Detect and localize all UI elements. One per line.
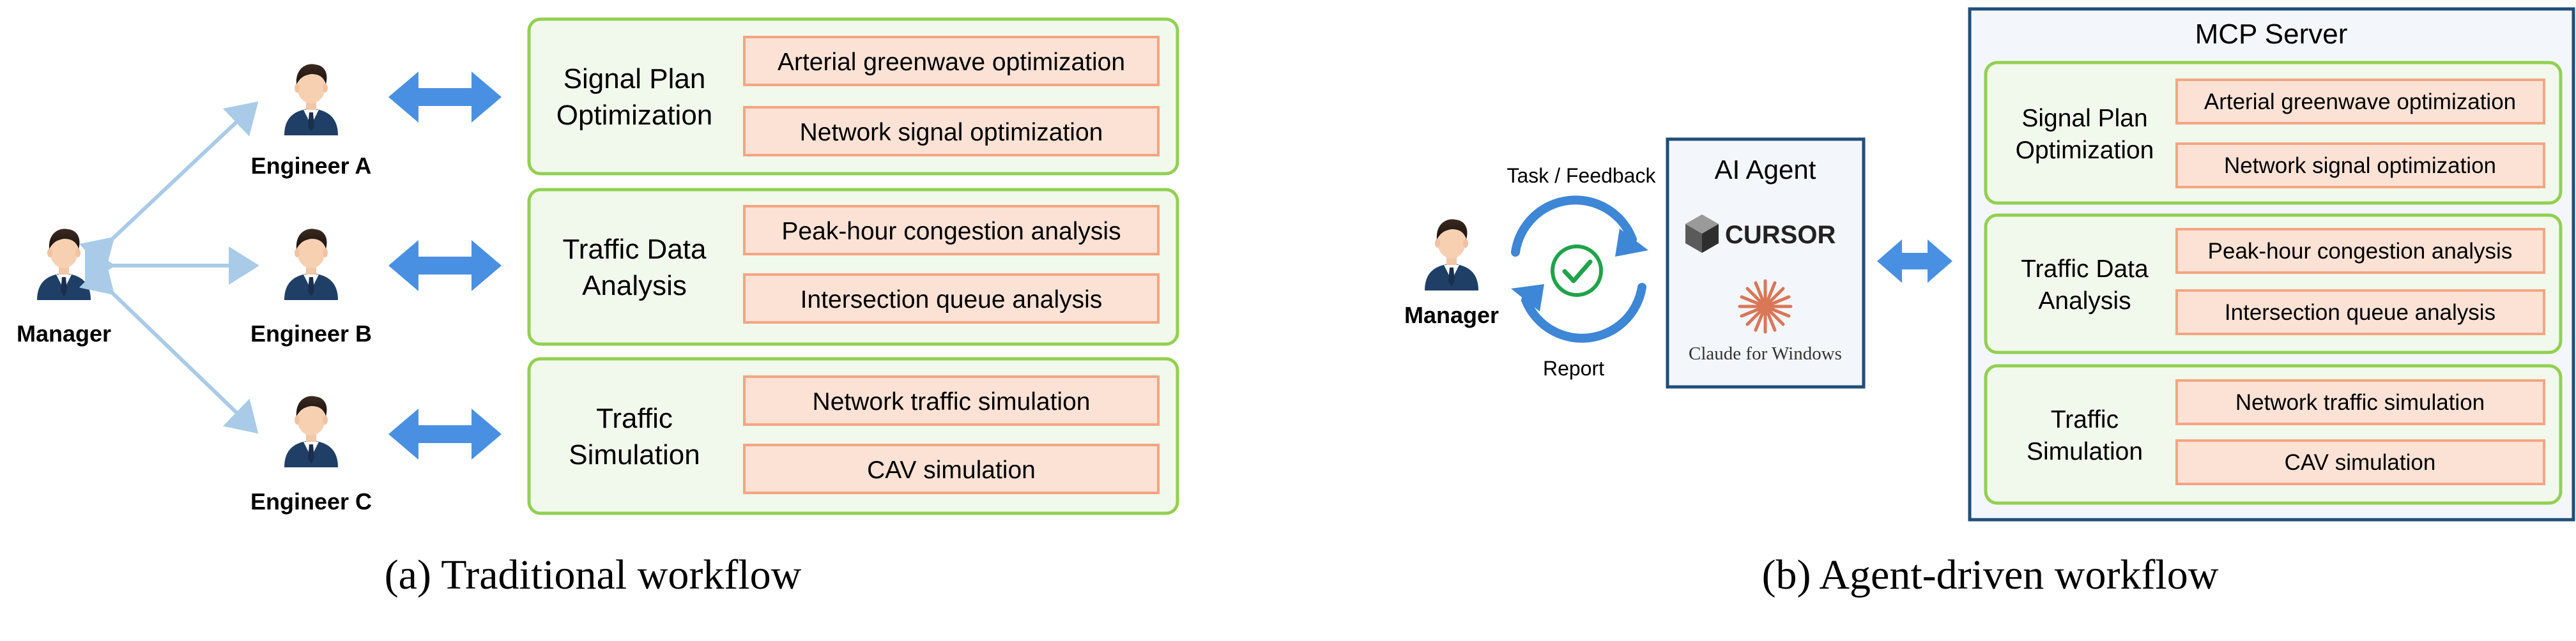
double-arrow-icon bbox=[388, 240, 502, 291]
manager-engineer-arrows bbox=[79, 101, 259, 434]
arrow-manager-engineer-a bbox=[79, 101, 259, 272]
trad-group-signal-plan: Signal Plan Optimization Arterial greenw… bbox=[527, 17, 1179, 176]
traditional-workflow-panel: Manager Engineer A Engineer B Engineer C… bbox=[17, 17, 1179, 598]
group-title-line1: Traffic Data bbox=[2021, 255, 2149, 283]
group-title-line2: Analysis bbox=[582, 270, 687, 301]
task-label: Peak-hour congestion analysis bbox=[2208, 239, 2513, 264]
task-label: Intersection queue analysis bbox=[801, 286, 1103, 313]
engineer-c-person-icon bbox=[284, 396, 338, 467]
task-label: CAV simulation bbox=[867, 456, 1036, 484]
engineer-b-person-icon bbox=[284, 229, 338, 300]
manager-person-icon bbox=[37, 229, 91, 300]
group-title-line1: Signal Plan bbox=[564, 63, 706, 94]
manager-person-icon bbox=[1425, 219, 1478, 290]
task-label: Arterial greenwave optimization bbox=[778, 49, 1125, 76]
double-arrow-icon bbox=[388, 409, 502, 460]
server-title: MCP Server bbox=[2195, 19, 2348, 50]
engineer-a-label: Engineer A bbox=[251, 153, 372, 179]
trad-group-traffic-simulation: Traffic Simulation Network traffic simul… bbox=[527, 357, 1179, 515]
task-feedback-label: Task / Feedback bbox=[1507, 164, 1657, 187]
ai-agent-box: AI Agent CURSOR Claude for Windows bbox=[1666, 137, 1866, 389]
mcp-group-traffic-data: Traffic Data Analysis Peak-hour congesti… bbox=[1984, 213, 2563, 354]
engineer-c-label: Engineer C bbox=[250, 488, 372, 515]
check-icon bbox=[1551, 245, 1603, 297]
caption-traditional: (a) Traditional workflow bbox=[385, 552, 802, 598]
caption-agent: (b) Agent-driven workflow bbox=[1762, 552, 2219, 598]
group-title-line1: Traffic Data bbox=[563, 234, 707, 265]
group-title-line1: Traffic bbox=[596, 403, 673, 434]
task-label: Network traffic simulation bbox=[813, 388, 1091, 416]
double-arrow-icon bbox=[388, 72, 502, 123]
mcp-group-traffic-simulation: Traffic Simulation Network traffic simul… bbox=[1984, 364, 2563, 505]
task-label: Arterial greenwave optimization bbox=[2204, 89, 2516, 114]
group-title-line2: Simulation bbox=[2027, 438, 2143, 465]
mcp-server-box: MCP Server Signal Plan Optimization Arte… bbox=[1968, 7, 2575, 522]
report-label: Report bbox=[1543, 357, 1604, 380]
group-title-line1: Signal Plan bbox=[2021, 105, 2147, 132]
claude-logo: Claude for Windows bbox=[1689, 343, 1842, 364]
arrow-manager-engineer-c bbox=[79, 260, 259, 434]
agent-workflow-panel: Manager Task / Feedback Report AI Agent … bbox=[1404, 7, 2575, 598]
cycle-arrows-icon bbox=[1511, 195, 1648, 343]
mcp-group-signal-plan: Signal Plan Optimization Arterial greenw… bbox=[1984, 61, 2563, 205]
group-title-line2: Simulation bbox=[569, 439, 700, 471]
group-title-line2: Analysis bbox=[2038, 287, 2131, 315]
trad-group-traffic-data: Traffic Data Analysis Peak-hour congesti… bbox=[527, 188, 1179, 346]
manager-label: Manager bbox=[17, 320, 111, 347]
engineer-a-person-icon bbox=[284, 64, 338, 135]
claude-starburst-icon bbox=[1738, 279, 1793, 334]
task-label: Peak-hour congestion analysis bbox=[781, 218, 1121, 245]
cursor-logo: CURSOR bbox=[1725, 221, 1836, 249]
task-label: Network traffic simulation bbox=[2235, 390, 2485, 415]
task-label: Network signal optimization bbox=[800, 119, 1103, 146]
task-label: Network signal optimization bbox=[2224, 153, 2496, 178]
engineer-b-label: Engineer B bbox=[250, 320, 372, 347]
cursor-cube-icon bbox=[1685, 215, 1719, 253]
group-title-line2: Optimization bbox=[556, 100, 713, 131]
agent-manager-label: Manager bbox=[1404, 302, 1499, 328]
group-title-line2: Optimization bbox=[2016, 137, 2154, 164]
task-label: Intersection queue analysis bbox=[2225, 300, 2496, 325]
task-label: CAV simulation bbox=[2285, 450, 2436, 475]
agent-title: AI Agent bbox=[1715, 155, 1816, 185]
double-arrow-icon bbox=[1877, 239, 1952, 283]
group-title-line1: Traffic bbox=[2051, 406, 2119, 434]
